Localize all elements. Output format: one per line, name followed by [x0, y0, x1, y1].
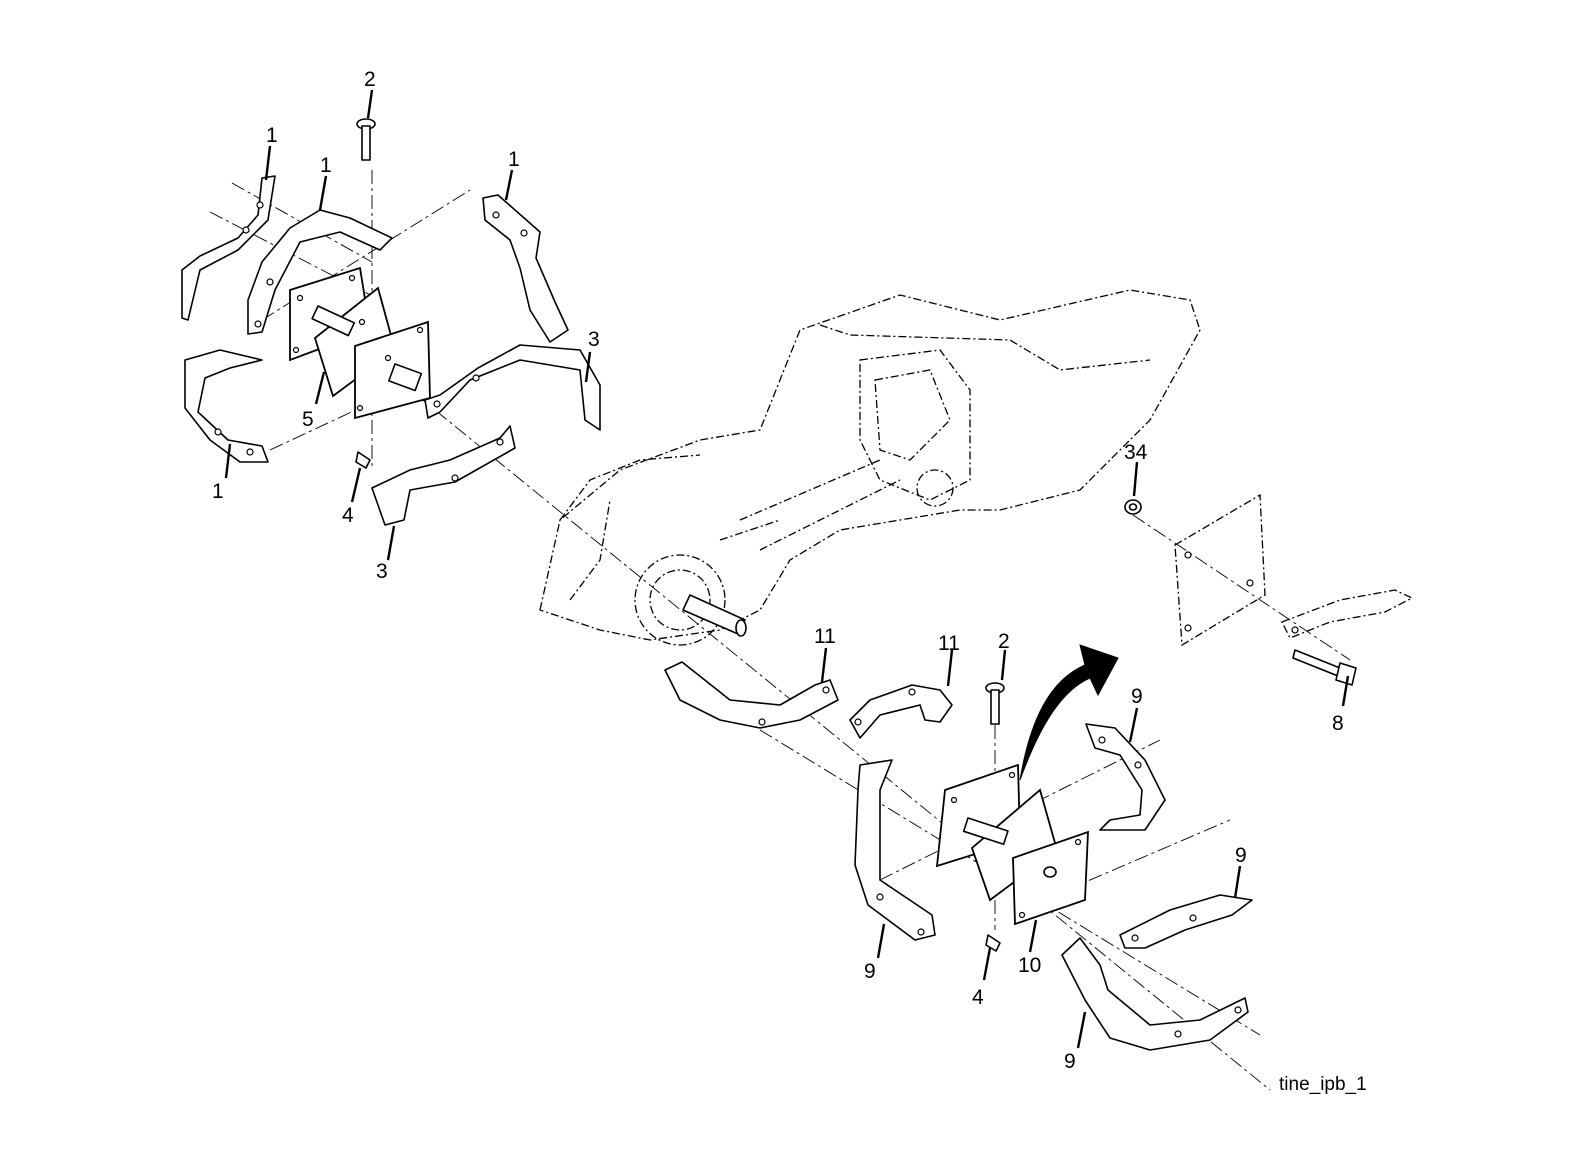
- tine-1-upper: [247, 209, 393, 335]
- tine-9-mid-right: [1119, 894, 1253, 949]
- callout-2: 2: [998, 630, 1010, 653]
- callout-3: 3: [376, 560, 388, 583]
- left-tines: [181, 175, 601, 526]
- callout-4: 4: [342, 504, 354, 527]
- callout-11: 11: [938, 632, 960, 655]
- tine-3-lower: [371, 425, 516, 526]
- callout-34: 34: [1124, 441, 1148, 464]
- tine-11-right: [849, 684, 953, 739]
- callout-8: 8: [1332, 712, 1344, 735]
- callout-9: 9: [1235, 844, 1247, 867]
- callout-1: 1: [508, 148, 520, 171]
- callout-9: 9: [864, 960, 876, 983]
- callout-10: 10: [1018, 954, 1041, 977]
- callout-11: 11: [814, 625, 836, 648]
- leader-lines: [224, 89, 1350, 1049]
- rotation-arrow: [1019, 644, 1119, 781]
- callout-numbers: 1 1 1 1 2 2 3 3 4 4 5 8 9 9 9 9 10 11 11…: [212, 68, 1344, 1073]
- figure-id-label: tine_ipb_1: [1279, 1074, 1367, 1095]
- tine-1-right: [482, 194, 569, 343]
- tine-3-right: [424, 344, 601, 431]
- tine-9-upper-right: [1085, 723, 1166, 831]
- clevis-pins: [355, 118, 1005, 952]
- callout-9: 9: [1064, 1050, 1076, 1073]
- tine-9-left: [854, 759, 936, 941]
- side-plate-assembly: [1124, 493, 1414, 686]
- right-tines: [664, 661, 1253, 1051]
- tine-1-lower-left: [184, 349, 269, 463]
- callout-4: 4: [972, 986, 984, 1009]
- callout-1: 1: [320, 154, 332, 177]
- tine-shaft: [682, 594, 747, 637]
- tine-1-upper-left: [181, 175, 276, 321]
- callout-2: 2: [364, 68, 376, 91]
- tine-11-left: [664, 661, 839, 729]
- callout-3: 3: [588, 328, 600, 351]
- callout-5: 5: [302, 408, 314, 431]
- callout-1: 1: [212, 480, 224, 503]
- tine-9-lower: [1061, 937, 1249, 1051]
- gearbox-housing-phantom: [539, 289, 1201, 646]
- callout-1: 1: [266, 124, 278, 147]
- left-tine-hub: [289, 266, 431, 420]
- right-tine-hub: [935, 763, 1089, 926]
- callout-9: 9: [1131, 685, 1143, 708]
